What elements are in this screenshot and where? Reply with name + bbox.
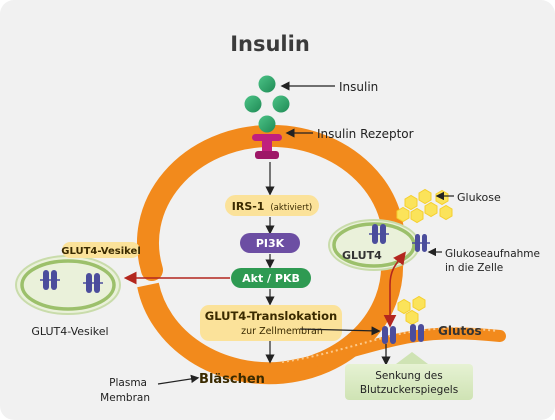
sugar-label-line2: Blutzuckerspiegels [360, 384, 458, 396]
blaschen-label: Bläschen [199, 372, 265, 387]
plasma-membrane-pointer [157, 374, 200, 385]
transporter-icon [40, 270, 60, 290]
membrane-transporter-2 [410, 324, 424, 342]
transporter-icon [369, 224, 389, 244]
uptake-label-line2: in die Zelle [445, 262, 503, 274]
insulin-ball [258, 115, 276, 133]
vesicle-tag-label: GLUT4-Vesikel [61, 246, 141, 257]
svg-text:IRS-1 (aktiviert): IRS-1 (aktiviert) [232, 200, 312, 213]
insulin-receptor-icon [252, 134, 282, 159]
insulin-label: Insulin [339, 80, 378, 94]
akt-node: Akt / PKB [231, 268, 311, 288]
pi3k-label: PI3K [256, 237, 285, 250]
pi3k-node: PI3K [240, 233, 300, 253]
glucose-cluster [396, 188, 453, 224]
translocation-label-line2: zur Zellmembran [241, 326, 323, 337]
irs1-label: IRS-1 [232, 200, 265, 213]
plasma-membrane-label-line1: Plasma [109, 377, 147, 389]
receptor-label: Insulin Rezeptor [317, 127, 414, 141]
transporter-icon [83, 273, 103, 293]
glucose-label: Glukose [457, 191, 501, 204]
plasma-membrane-label-line2: Membran [100, 392, 150, 404]
glutos-label: Glutos [438, 324, 482, 338]
vesicle-to-membrane-arrow [383, 251, 406, 328]
insulin-molecules [244, 75, 290, 133]
vesicle-caption: GLUT4-Vesikel [31, 325, 108, 338]
sugar-label-line1: Senkung des [375, 370, 442, 382]
akt-label: Akt / PKB [242, 272, 300, 285]
insulin-ball [258, 75, 276, 93]
irs1-node: IRS-1 (aktiviert) [225, 195, 319, 216]
glut4-label: GLUT4 [342, 249, 382, 262]
diagram-title: Insulin [230, 32, 310, 56]
vesicle-tag-badge [62, 242, 140, 258]
irs1-sublabel: (aktiviert) [270, 203, 312, 213]
glut4-vesicle-left [15, 255, 121, 315]
membrane-transporter-1 [382, 326, 396, 344]
insulin-ball [272, 95, 290, 113]
translocation-node: GLUT4-Translokation zur Zellmembran [200, 305, 342, 341]
blood-sugar-badge [345, 352, 473, 400]
uptake-label-line1: Glukoseaufnahme [445, 248, 540, 260]
transporter-icon [412, 234, 430, 252]
translocation-pointer [299, 326, 381, 336]
translocation-label-line1: GLUT4-Translokation [205, 309, 337, 323]
insulin-ball [244, 95, 262, 113]
